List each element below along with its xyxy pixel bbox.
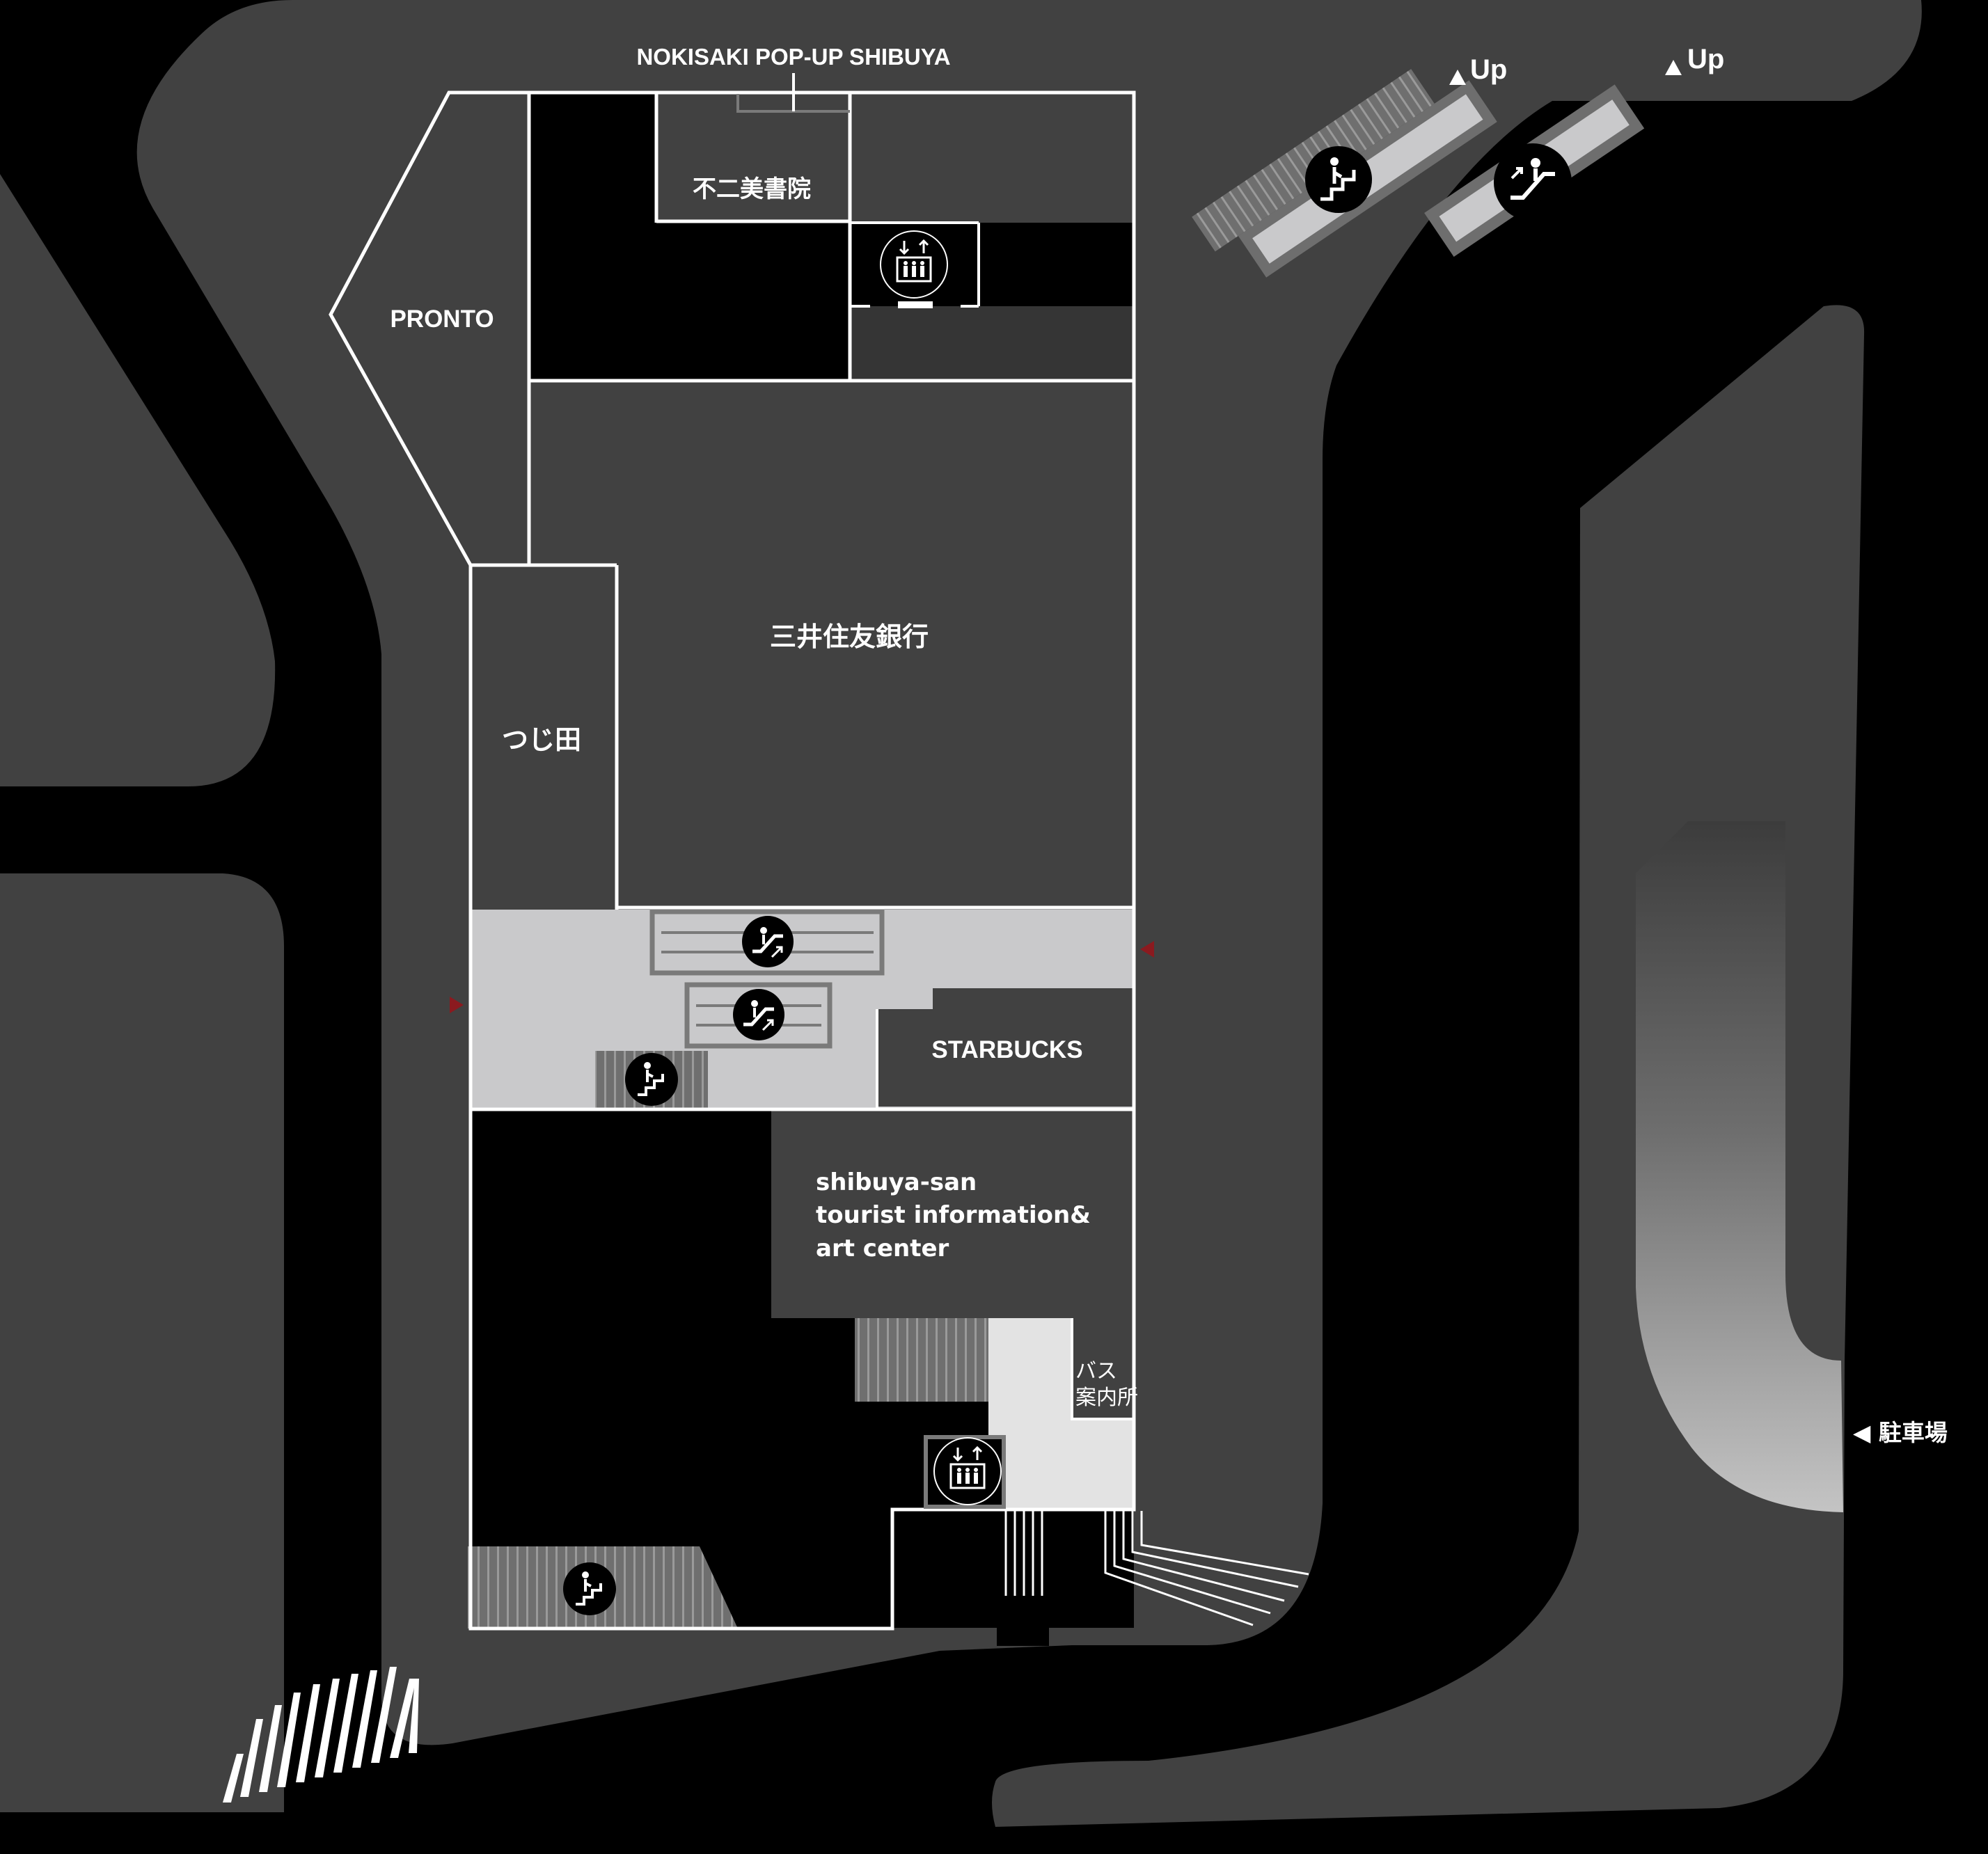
pronto-label: PRONTO (390, 306, 494, 333)
escalator-icon[interactable] (733, 989, 784, 1040)
info-center-label-line2: tourist information& (816, 1201, 1091, 1229)
elevator-icon[interactable] (933, 1437, 1002, 1505)
starbucks-room (877, 988, 1134, 1107)
info-center-label-line3: art center (816, 1235, 949, 1262)
escalator-icon[interactable] (1494, 143, 1572, 221)
tsujita-room (471, 565, 617, 910)
parking-ramp (1636, 821, 1843, 1512)
smbc-room (529, 381, 1134, 910)
smbc-label: 三井住友銀行 (770, 621, 929, 652)
building-interior (331, 94, 1134, 1646)
left-upper-block (0, 174, 276, 786)
crosswalk (223, 1667, 419, 1802)
stairs-icon[interactable] (563, 1562, 616, 1615)
exit-passages (1004, 1511, 1309, 1626)
stairs-lower-right (855, 1318, 988, 1402)
left-lower-block (0, 873, 284, 1812)
up-label-right: Up (1687, 44, 1724, 74)
bus-info-label-line1: バス (1075, 1359, 1117, 1384)
parking-label: ◀ 駐車場 (1853, 1419, 1948, 1446)
entrance-arrow-icon (1140, 941, 1154, 958)
escalator-icon[interactable] (742, 916, 794, 967)
popup-label: NOKISAKI POP-UP SHIBUYA (636, 44, 950, 70)
starbucks-label: STARBUCKS (931, 1036, 1082, 1063)
dark-strip-top (850, 306, 1134, 381)
stairs-icon[interactable] (1305, 146, 1372, 213)
info-center-label-line1: shibuya-san (816, 1168, 977, 1196)
pronto-room (331, 94, 529, 565)
escalator-bay-2 (684, 982, 833, 1049)
right-road-strip (992, 305, 1865, 1828)
exit-stair-block (997, 1596, 1049, 1646)
fuji-room (656, 94, 850, 221)
info-center-room (771, 1109, 1134, 1318)
up-triangle-icon (1449, 70, 1466, 85)
elevator-icon[interactable] (880, 230, 948, 299)
stairs-icon[interactable] (625, 1053, 678, 1106)
popup-room (850, 94, 1134, 223)
bus-info-label-line2: 案内所 (1075, 1386, 1138, 1410)
up-label-left: Up (1470, 54, 1507, 85)
escalator-bay-1 (649, 909, 885, 976)
bus-info-room (1072, 1318, 1134, 1419)
fuji-bijutsu-label: 不二美書院 (693, 175, 811, 203)
tsujita-label: つじ田 (502, 724, 581, 755)
black-right-top (979, 223, 1134, 306)
entrance-arrow-icon (450, 997, 464, 1013)
walls (329, 73, 1136, 1631)
up-triangle-icon (1665, 60, 1682, 75)
